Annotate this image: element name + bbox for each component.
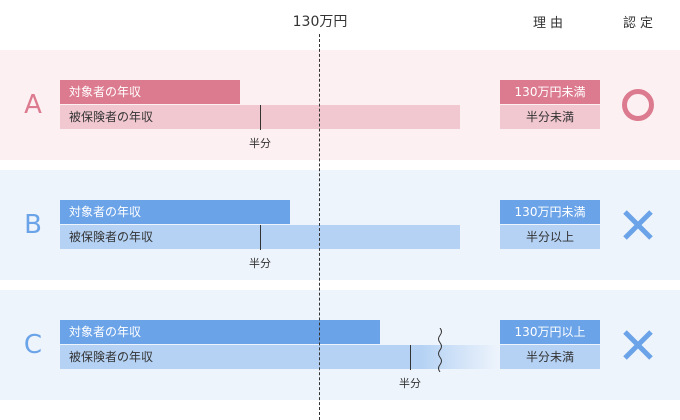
row-b-subject-income-bar: 対象者の年収 <box>60 200 290 224</box>
row-b-half-tick <box>260 225 261 250</box>
approved-circle-icon <box>622 89 654 121</box>
reason-column-header: 理由 <box>532 16 567 31</box>
row-c-label: C <box>23 330 43 360</box>
row-b-panel: B 対象者の年収 被保険者の年収 半分 130万円未満 半分以上 <box>0 170 680 280</box>
break-mark-icon <box>438 328 442 372</box>
row-c-insured-income-bar: 被保険者の年収 <box>60 345 500 369</box>
threshold-label: 130万円 <box>292 14 348 30</box>
row-a-panel: A 対象者の年収 被保険者の年収 半分 130万円未満 半分未満 <box>0 50 680 160</box>
row-a-half-tick <box>260 105 261 130</box>
row-a-subject-income-bar: 対象者の年収 <box>60 80 240 104</box>
threshold-dashed-line <box>319 34 320 420</box>
row-c-reason-income: 130万円以上 <box>500 320 600 344</box>
rejected-cross-icon <box>623 210 653 240</box>
verdict-column-header: 認定 <box>622 16 657 31</box>
row-a-reason-income: 130万円未満 <box>500 80 600 104</box>
row-b-half-label: 半分 <box>249 257 271 270</box>
row-b-reason-income: 130万円未満 <box>500 200 600 224</box>
row-b-reason-half: 半分以上 <box>500 225 600 249</box>
row-a-half-label: 半分 <box>249 137 271 150</box>
row-c-half-label: 半分 <box>399 377 421 390</box>
rejected-cross-icon <box>623 330 653 360</box>
row-c-half-tick <box>410 345 411 370</box>
row-c-panel: C 対象者の年収 被保険者の年収 半分 130万円以上 半分未満 <box>0 290 680 400</box>
row-c-reason-half: 半分未満 <box>500 345 600 369</box>
row-a-reason-half: 半分未満 <box>500 105 600 129</box>
row-b-label: B <box>24 210 42 240</box>
row-c-subject-income-bar: 対象者の年収 <box>60 320 380 344</box>
row-a-label: A <box>24 90 42 120</box>
